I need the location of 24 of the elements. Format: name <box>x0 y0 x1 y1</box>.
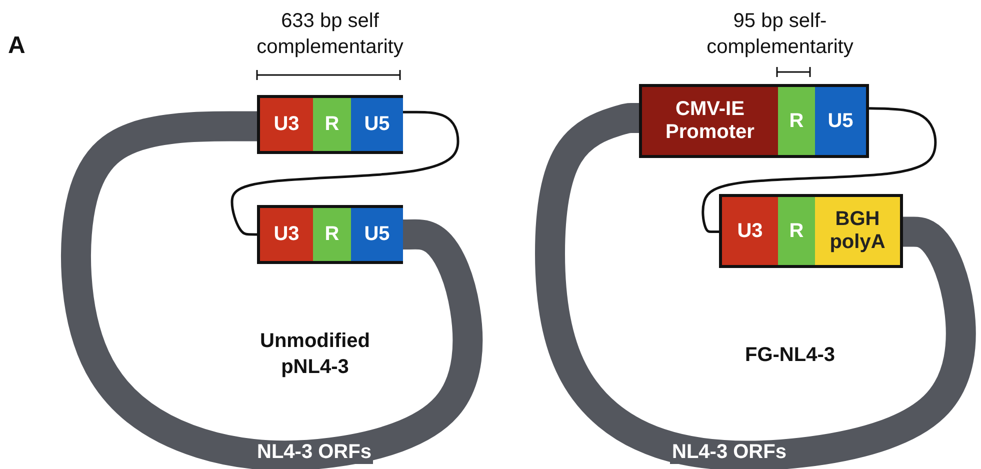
plasmid-name: FG-NL4-3 <box>744 343 836 368</box>
edge-label: NL4-3 ORFs <box>255 441 374 464</box>
ltr-region-cell: U5 <box>815 87 866 155</box>
ltr-region-cell: U5 <box>351 98 403 151</box>
ltr-region-cell: R <box>313 208 351 261</box>
ltr-region-cell: U3 <box>260 98 313 151</box>
ltr-region-cell: U3 <box>722 197 778 265</box>
ltr-region-cell: R <box>778 87 815 155</box>
ltr-region-cell: R <box>313 98 351 151</box>
ltr-region-cell: CMV-IE Promoter <box>642 87 778 155</box>
panel-letter: A <box>8 31 26 61</box>
annotation-text: 633 bp self complementarity <box>256 9 404 60</box>
edge-label: NL4-3 ORFs <box>670 441 788 464</box>
plasmid-name: Unmodified pNL4-3 <box>259 329 371 380</box>
ltr-segment-box <box>257 95 403 154</box>
ltr-region-cell: U3 <box>260 208 313 261</box>
plasmid-backbone <box>61 111 483 469</box>
ltr-segment-box <box>719 194 903 268</box>
annotation-text: 95 bp self-complementarity <box>706 9 854 60</box>
ltr-segment-box <box>639 84 869 158</box>
ltr-segment-box <box>257 205 403 264</box>
ltr-region-cell: BGH polyA <box>815 197 900 265</box>
ltr-region-cell: R <box>778 197 815 265</box>
ltr-region-cell: U5 <box>351 208 403 261</box>
